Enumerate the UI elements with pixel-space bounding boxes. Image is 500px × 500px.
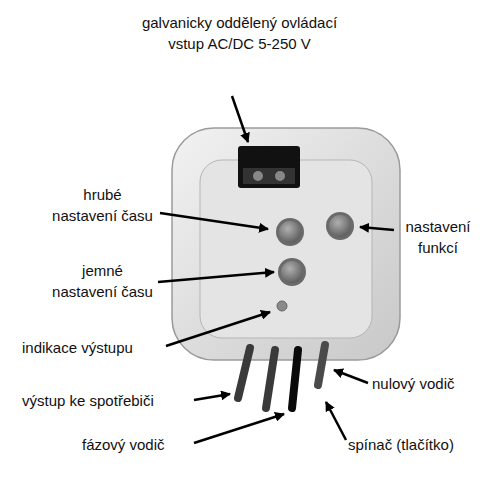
wire-label: výstup ke spotřebiči [22,390,154,411]
knob-label: jemné nastavení času [50,260,155,302]
wires [238,345,325,408]
knob-label: hrubé nastavení času [50,184,155,226]
led-label: indikace výstupu [22,337,133,358]
input-label: galvanicky oddělený ovládací vstup AC/DC… [132,12,347,54]
wire-label: nulový vodič [372,373,455,394]
knob-label: nastavení funkcí [398,216,478,258]
housing [172,128,400,360]
leader-arrows [158,96,394,443]
wire-label: fázový vodič [82,434,165,455]
wire-label: spínač (tlačítko) [348,434,454,455]
terminal-block [238,146,300,188]
knobs [276,212,354,286]
led [277,301,287,311]
